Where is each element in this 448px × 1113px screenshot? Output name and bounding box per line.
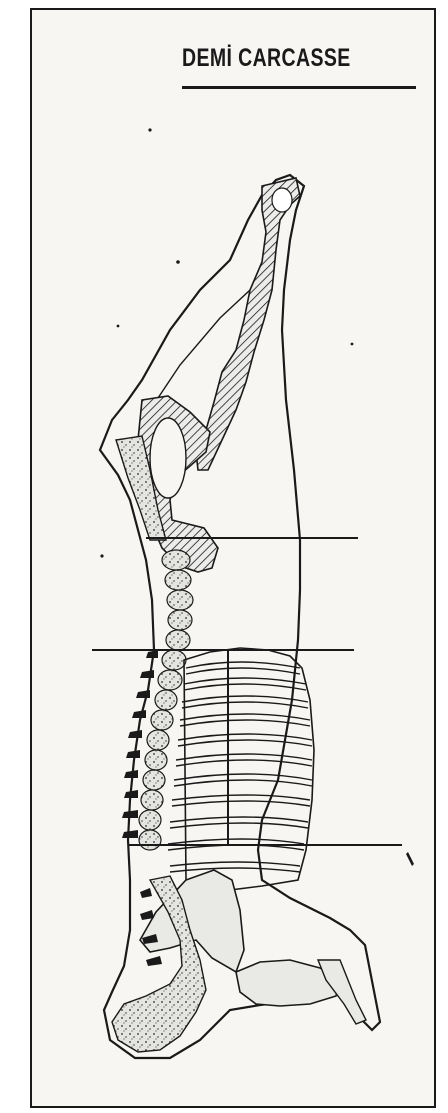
hip-socket <box>272 188 292 212</box>
pelvis-opening <box>150 418 186 498</box>
